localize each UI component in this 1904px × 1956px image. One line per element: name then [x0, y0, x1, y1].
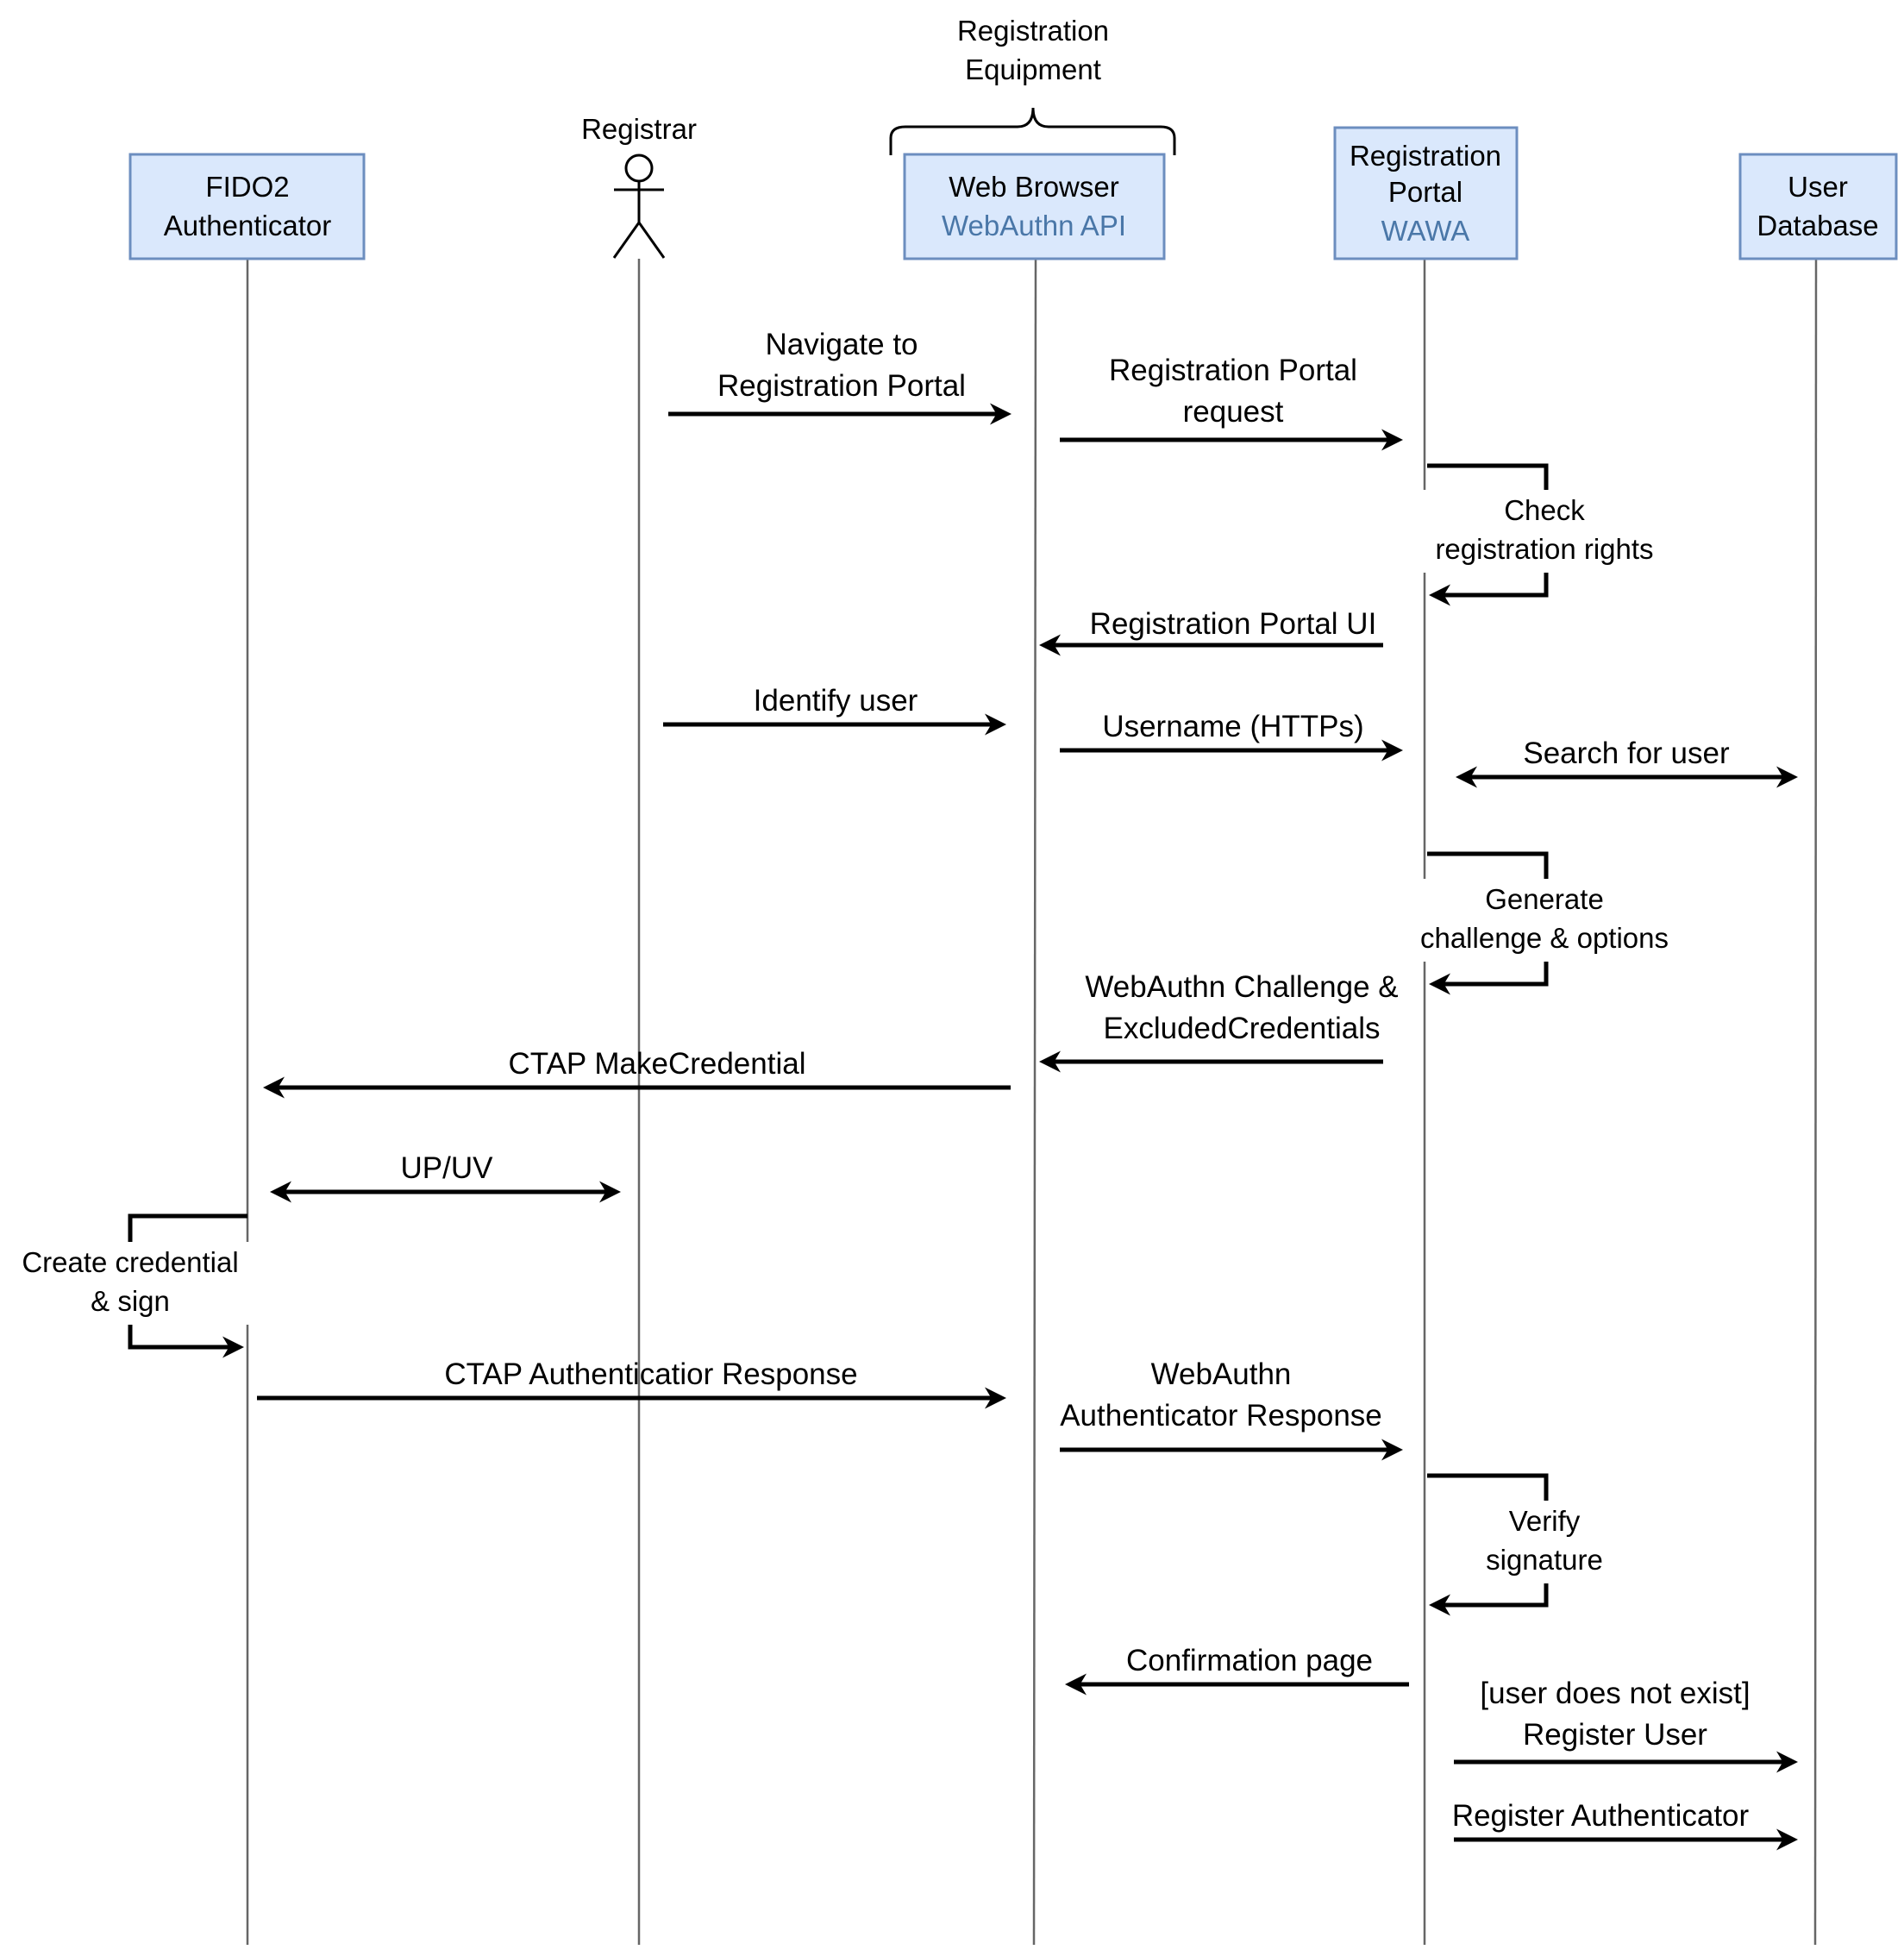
participant-registrar: Registrar — [581, 113, 697, 259]
message-label-ctap-response: CTAP Authenticatior Response — [444, 1357, 857, 1391]
message-label-create-credential-line1: Create credential — [22, 1246, 238, 1278]
message-label-ctap-makecredential: CTAP MakeCredential — [509, 1047, 806, 1081]
message-webauthn-response: WebAuthn Authenticator Response — [1060, 1357, 1403, 1461]
message-webauthn-challenge: WebAuthn Challenge & ExcludedCredentials — [1039, 970, 1399, 1073]
create-credential-label-bg — [10, 1242, 254, 1325]
user-database-label-line2: Database — [1757, 210, 1878, 241]
wawa-label: WAWA — [1381, 215, 1470, 247]
message-label-username: Username (HTTPs) — [1102, 710, 1363, 743]
web-browser-label: Web Browser — [949, 171, 1118, 203]
message-label-navigate-line2: Registration Portal — [717, 369, 966, 403]
registration-equipment-group: Registration Equipment — [889, 15, 1176, 155]
generate-challenge-label-bg — [1406, 879, 1686, 962]
message-label-verify-line1: Verify — [1509, 1505, 1581, 1537]
message-label-generate-line2: challenge & options — [1420, 922, 1669, 954]
registration-portal-label-line2: Portal — [1388, 176, 1462, 208]
message-label-register-user-line1: [user does not exist] — [1480, 1677, 1750, 1710]
message-label-challenge-line2: ExcludedCredentials — [1103, 1012, 1380, 1045]
message-label-webauthn-response-line1: WebAuthn — [1151, 1357, 1292, 1391]
message-ctap-makecredential: CTAP MakeCredential — [263, 1047, 1011, 1099]
message-label-portal-request-line1: Registration Portal — [1109, 354, 1357, 387]
message-label-webauthn-response-line2: Authenticator Response — [1060, 1399, 1382, 1433]
message-label-identify-user: Identify user — [754, 684, 918, 718]
fido2-authenticator-box — [128, 153, 366, 260]
check-rights-label-bg — [1423, 490, 1669, 573]
message-verify-signature: Verify signature — [1427, 1473, 1617, 1616]
verify-signature-label-bg — [1475, 1501, 1617, 1583]
message-create-credential: Create credential & sign — [10, 1213, 254, 1358]
registration-portal-label-line1: Registration — [1350, 140, 1501, 172]
message-up-uv: UP/UV — [270, 1151, 621, 1203]
message-label-portal-request-line2: request — [1183, 395, 1284, 429]
message-portal-request: Registration Portal request — [1060, 354, 1403, 451]
message-generate-challenge: Generate challenge & options — [1406, 851, 1686, 995]
message-label-check-rights-line1: Check — [1504, 494, 1585, 526]
message-search-for-user: Search for user — [1456, 737, 1798, 788]
message-label-create-credential-line2: & sign — [91, 1285, 170, 1317]
message-label-verify-line2: signature — [1486, 1544, 1603, 1576]
message-portal-ui: Registration Portal UI — [1039, 607, 1383, 656]
registrar-actor-icon — [612, 154, 666, 259]
message-ctap-response: CTAP Authenticatior Response — [257, 1357, 1006, 1409]
registration-portal-box — [1333, 126, 1519, 260]
message-register-authenticator: Register Authenticator — [1452, 1799, 1798, 1851]
message-label-confirmation-page: Confirmation page — [1126, 1644, 1373, 1677]
group-label-line1: Registration — [957, 15, 1109, 47]
message-check-registration-rights: Check registration rights — [1423, 463, 1669, 606]
message-label-register-authenticator: Register Authenticator — [1452, 1799, 1750, 1833]
message-username: Username (HTTPs) — [1060, 710, 1403, 762]
message-label-generate-line1: Generate — [1485, 883, 1604, 915]
registrar-label: Registrar — [581, 113, 697, 145]
message-label-search-for-user: Search for user — [1523, 737, 1730, 770]
message-label-up-uv: UP/UV — [401, 1151, 494, 1185]
web-browser-box — [903, 153, 1166, 260]
participant-registration-portal: Registration Portal WAWA — [1333, 126, 1519, 260]
message-confirmation-page: Confirmation page — [1065, 1644, 1409, 1696]
message-navigate-to-portal: Navigate to Registration Portal — [668, 328, 1012, 425]
user-database-label-line1: User — [1788, 171, 1848, 203]
user-database-box — [1738, 153, 1898, 260]
group-label-line2: Equipment — [965, 53, 1101, 85]
group-brace — [889, 107, 1176, 155]
message-identify-user: Identify user — [663, 684, 1006, 736]
message-label-challenge-line1: WebAuthn Challenge & — [1085, 970, 1398, 1004]
message-label-navigate-line1: Navigate to — [765, 328, 918, 361]
lifeline-web-browser — [1032, 258, 1037, 1946]
message-register-user: [user does not exist] Register User — [1454, 1677, 1798, 1773]
message-label-portal-ui: Registration Portal UI — [1090, 607, 1377, 641]
fido2-authenticator-label-line2: Authenticator — [164, 210, 331, 241]
participant-user-database: User Database — [1738, 153, 1898, 260]
participant-fido2-authenticator: FIDO2 Authenticator — [128, 153, 366, 260]
webauthn-api-label: WebAuthn API — [942, 210, 1126, 241]
message-label-register-user-line2: Register User — [1523, 1718, 1707, 1752]
fido2-authenticator-label-line1: FIDO2 — [205, 171, 289, 203]
message-label-check-rights-line2: registration rights — [1435, 533, 1653, 565]
lifeline-user-database — [1813, 258, 1818, 1946]
participant-web-browser: Web Browser WebAuthn API — [903, 153, 1166, 260]
